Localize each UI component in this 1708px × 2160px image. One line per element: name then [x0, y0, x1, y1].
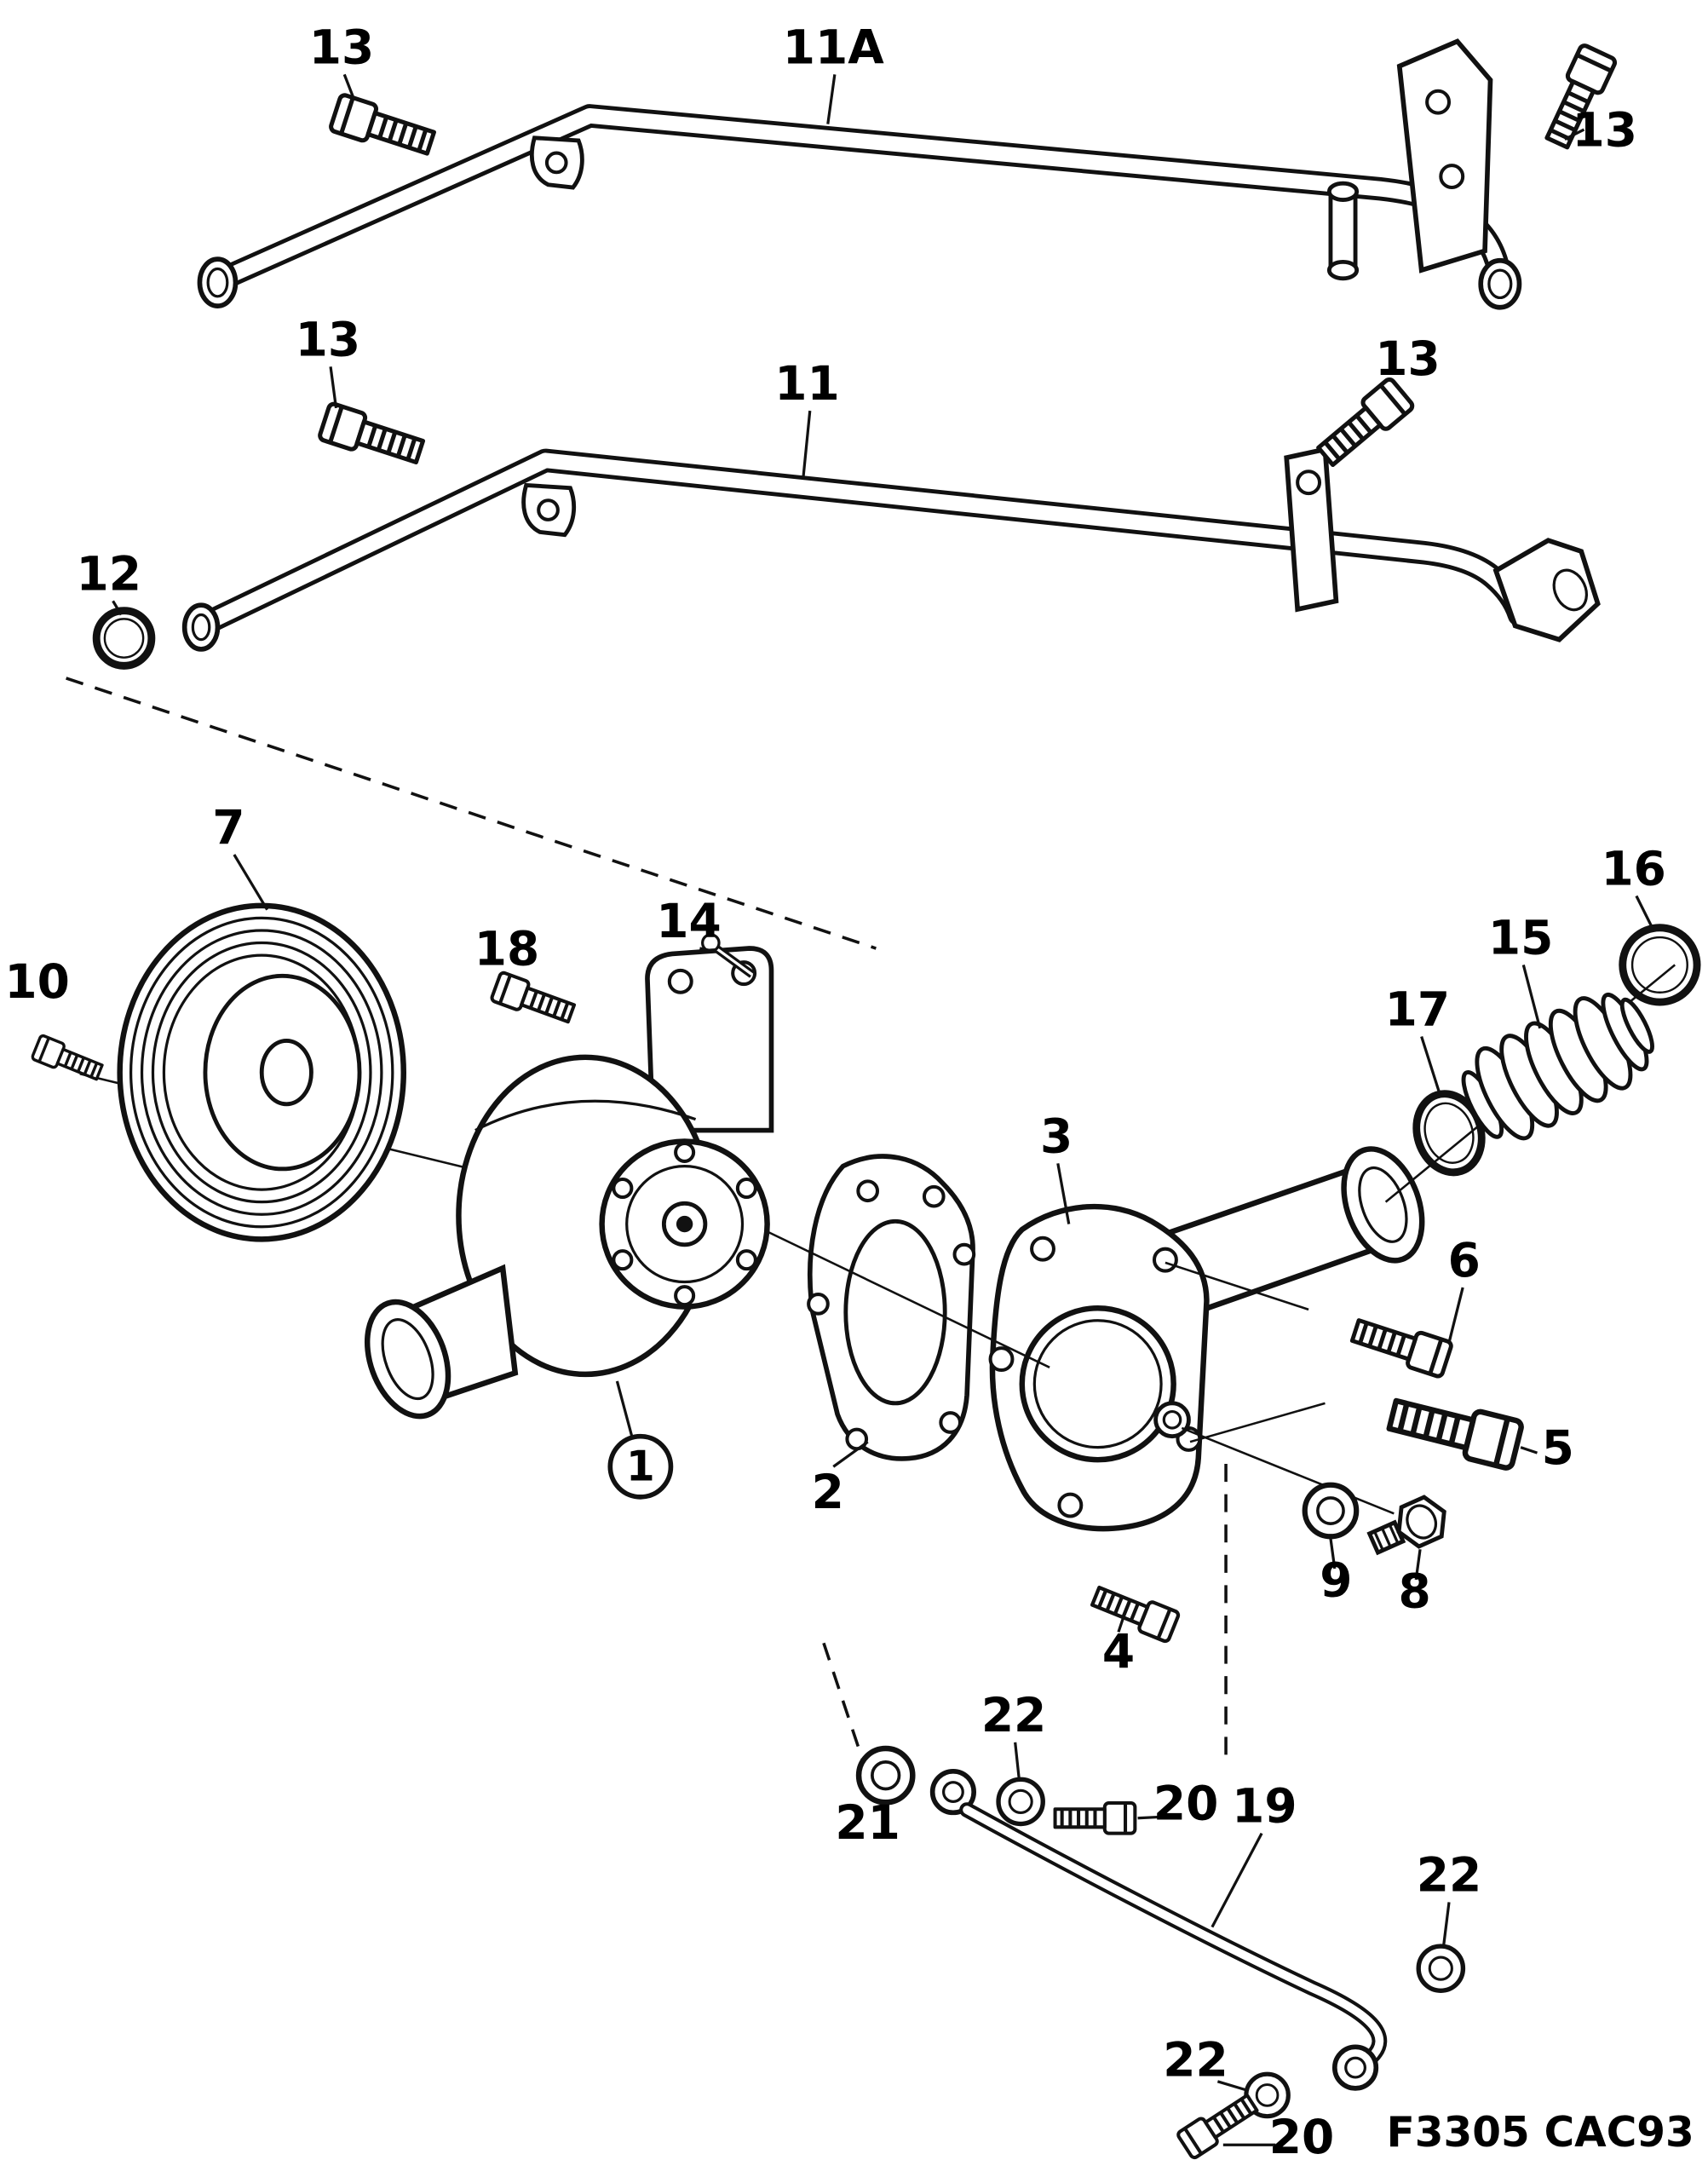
return-pipe-19: [959, 1802, 1388, 2091]
callout-14: 14: [656, 894, 721, 948]
callout-12: 12: [76, 546, 141, 601]
plug-8: [1366, 1495, 1446, 1556]
callout-15: 15: [1488, 910, 1553, 965]
banjo-eye-lower: [1331, 2044, 1379, 2091]
washer-9: [1305, 1485, 1356, 1537]
pipe-11-funnel-end: [1492, 538, 1601, 642]
pipe-11a-spigot: [1326, 259, 1360, 281]
pipe-11a-bracket: [1396, 38, 1493, 274]
coolant-pipe-11a: [197, 38, 1522, 310]
bolt-5: [1387, 1391, 1522, 1470]
callout-17: 17: [1385, 982, 1450, 1037]
coolant-pipe-11: [181, 446, 1601, 652]
callout-11a: 11A: [783, 20, 884, 74]
callout-18: 18: [474, 921, 539, 976]
callout-20-lower: 20: [1269, 2110, 1334, 2160]
washer-22-upper: [998, 1779, 1043, 1823]
o-ring-12: [92, 607, 156, 670]
pulley-7: [117, 902, 406, 1242]
rubber-sleeve-15: [1461, 992, 1654, 1141]
bolt-6: [1350, 1313, 1452, 1377]
banjo-eye-upper: [929, 1768, 977, 1816]
banjo-bolt-20-lower: [1176, 2090, 1260, 2159]
bolt-13-mid-left: [319, 403, 425, 470]
figure-code: F3305 CAC93: [1387, 2109, 1694, 2157]
callout-7: 7: [212, 800, 244, 855]
bolt-13-mid-right: [1314, 377, 1414, 470]
callout-5: 5: [1542, 1420, 1574, 1475]
callout-13-mid-left: 13: [296, 312, 360, 366]
callout-22-lower: 22: [1163, 2032, 1228, 2087]
callout-labels: 13 11A 13 13 11 13 12 7 16 15 18 14 10 1…: [4, 20, 1666, 2160]
bolt-10: [30, 1033, 106, 1086]
washer-22-middle: [1418, 1946, 1463, 1990]
leader-lines: [112, 73, 1654, 2146]
callout-13-top-left: 13: [309, 20, 374, 74]
callout-20-upper: 20: [1153, 1776, 1218, 1830]
callout-3: 3: [1040, 1109, 1073, 1163]
callout-11: 11: [774, 356, 839, 411]
callout-16: 16: [1601, 842, 1665, 896]
callout-22-middle: 22: [1417, 1848, 1481, 1903]
cover-plug-boss: [1153, 1401, 1191, 1439]
callout-4: 4: [1102, 1624, 1135, 1679]
callout-6: 6: [1448, 1233, 1481, 1287]
callout-19: 19: [1232, 1779, 1297, 1834]
pump-face: [599, 1138, 770, 1310]
bolt-18: [491, 971, 576, 1028]
callout-21: 21: [835, 1795, 900, 1850]
water-pump-cover-3: [988, 1146, 1425, 1532]
banjo-bolt-20-upper: [1055, 1803, 1136, 1834]
item-1-balloon: [607, 1380, 674, 1500]
callout-22-upper: 22: [981, 1688, 1046, 1742]
alignment-dashed-lines: [66, 677, 1228, 1768]
callout-13-mid-right: 13: [1375, 331, 1440, 386]
gasket-2: [807, 1154, 976, 1461]
water-pump-assembly-1: [364, 946, 774, 1420]
bolt-13-top-left: [330, 94, 436, 161]
callout-13-top-right: 13: [1572, 102, 1636, 157]
o-ring-16: [1619, 924, 1701, 1006]
retaining-pin-14: [701, 933, 755, 978]
callout-8: 8: [1398, 1564, 1430, 1618]
callout-10: 10: [4, 954, 69, 1009]
callout-2: 2: [812, 1465, 844, 1519]
callout-9: 9: [1320, 1552, 1352, 1607]
washer-21: [859, 1748, 912, 1802]
callout-1: 1: [626, 1443, 655, 1490]
